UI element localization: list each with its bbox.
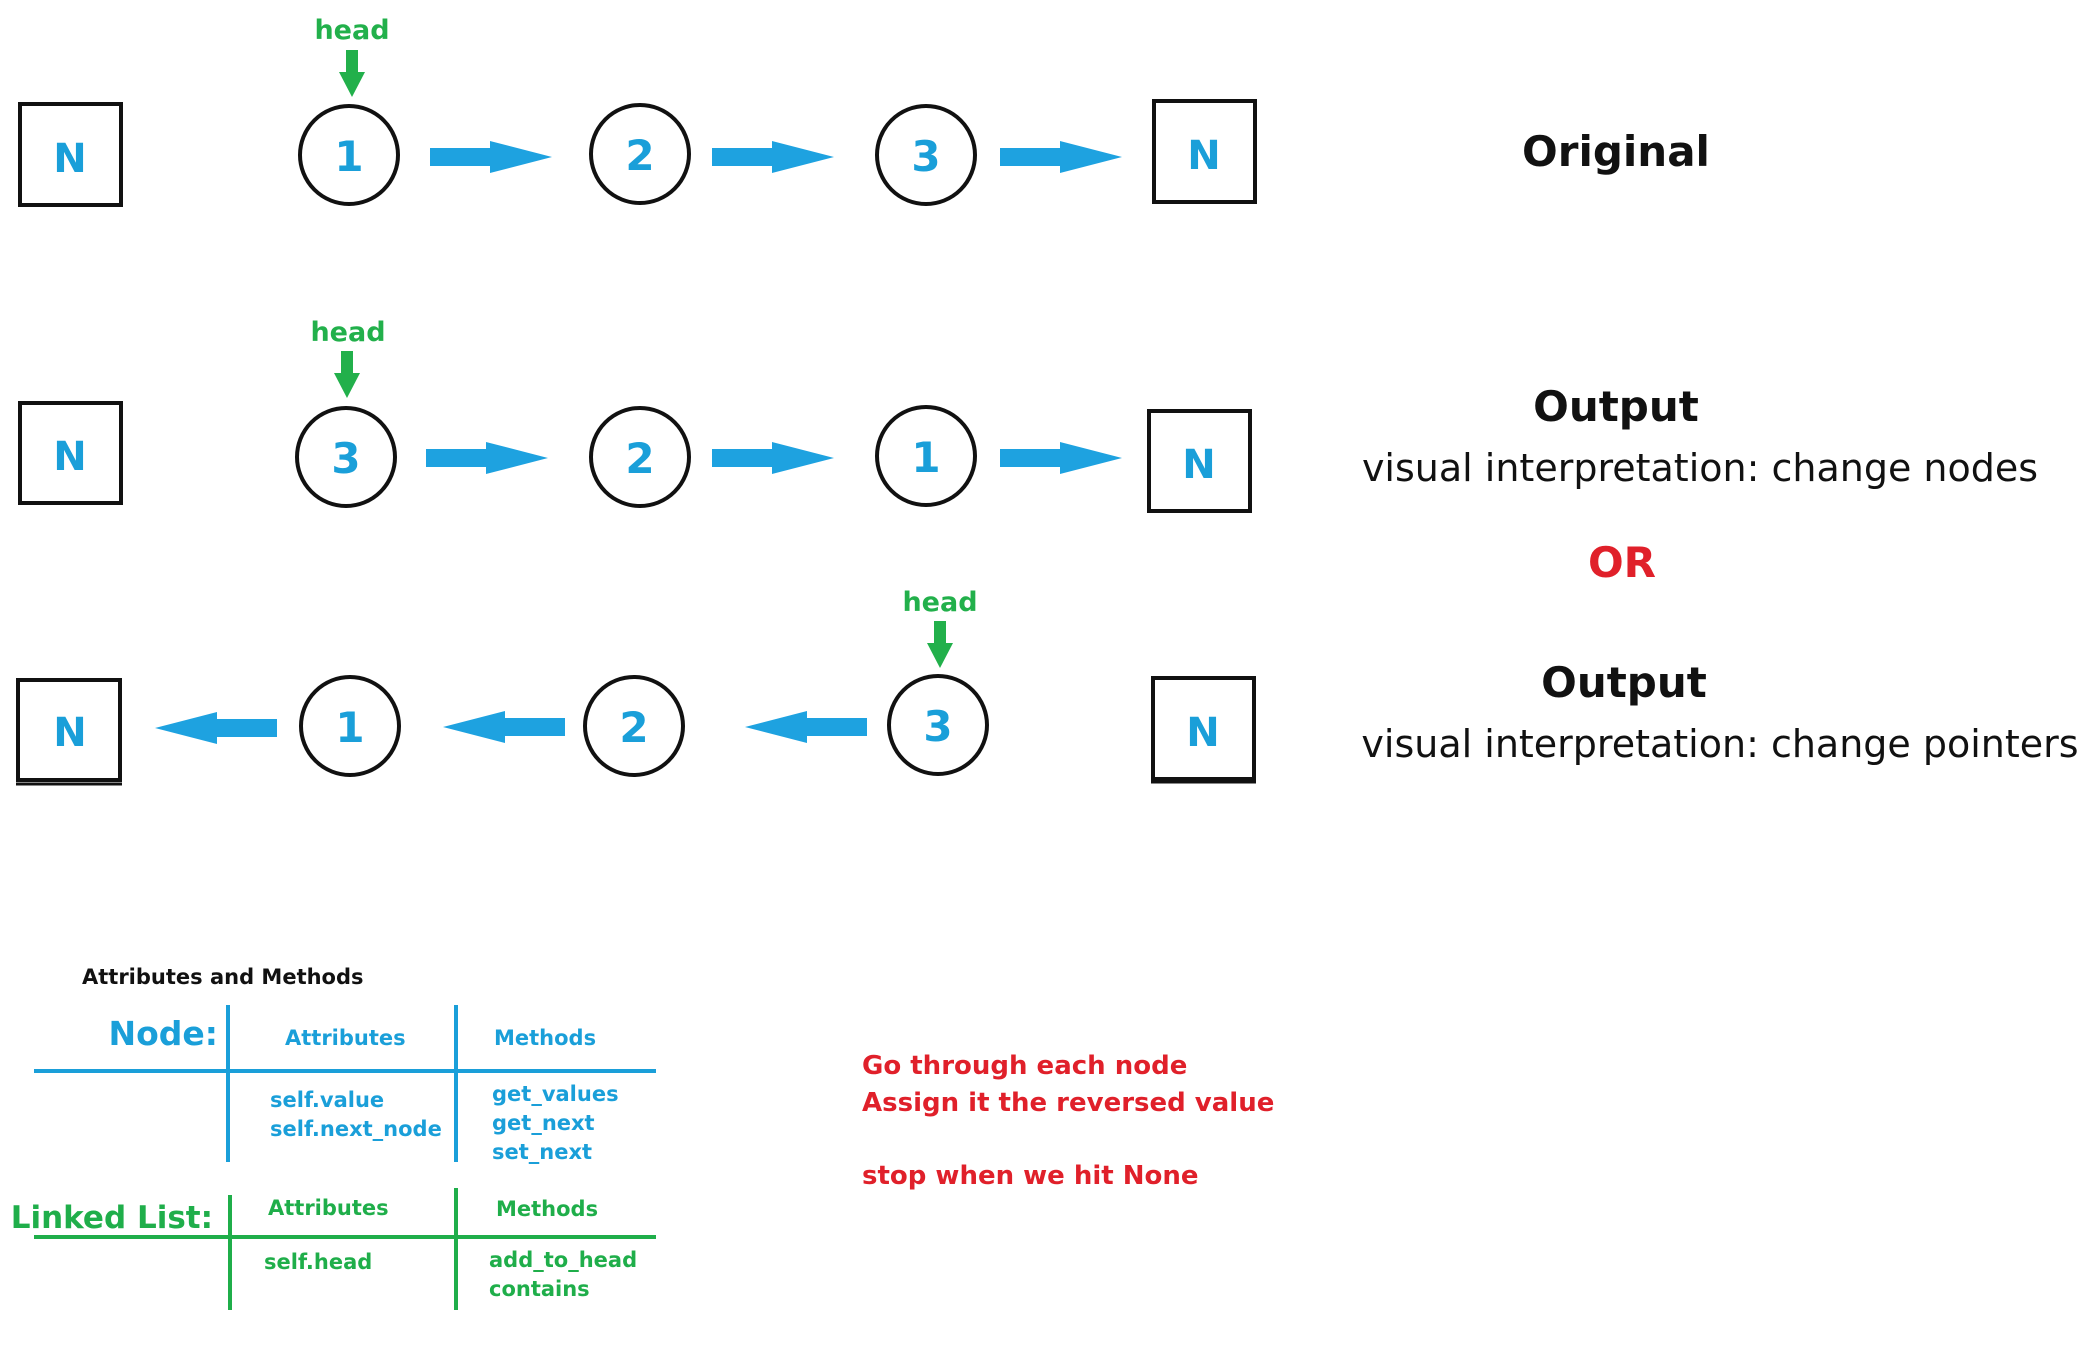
method-item: contains [489, 1277, 590, 1301]
head-label: head [314, 15, 389, 46]
attribute-item: self.next_node [270, 1117, 442, 1141]
algorithm-notes: Go through each node Assign it the rever… [862, 1051, 1274, 1191]
next-pointer-arrow [430, 141, 552, 173]
node-value: 2 [625, 131, 654, 180]
null-label: N [53, 710, 86, 756]
linked-list-table: Linked List: Attributes Methods self.hea… [11, 1188, 656, 1310]
node-circle: 1 [299, 675, 401, 777]
original-label: Original [1522, 127, 1710, 176]
node-circle: 2 [589, 406, 691, 508]
node-circle: 1 [298, 104, 400, 206]
node-circle: 3 [875, 104, 977, 206]
next-pointer-arrow [155, 712, 277, 744]
node-value: 2 [619, 703, 648, 752]
head-pointer-arrow [927, 621, 953, 668]
head-pointer-arrow [339, 50, 365, 97]
node-circle: 1 [875, 405, 977, 507]
null-box-left: N [18, 401, 123, 505]
attribute-item: self.head [264, 1250, 372, 1274]
next-pointer-arrow [1000, 141, 1122, 173]
null-label: N [53, 136, 86, 182]
methods-header: Methods [494, 1026, 596, 1050]
attributes-header: Attributes [285, 1026, 406, 1050]
null-label: N [53, 434, 86, 480]
method-item: get_values [492, 1082, 619, 1106]
methods-header: Methods [496, 1197, 598, 1221]
note-line: stop when we hit None [862, 1161, 1199, 1191]
next-pointer-arrow [443, 711, 565, 743]
linked-list-label: Linked List: [11, 1200, 213, 1236]
node-circle: 3 [887, 674, 989, 776]
output-label: Output [1533, 382, 1699, 431]
output-change-pointers-diagram: N 1 2 head 3 N Output visual interpretat… [16, 587, 2079, 786]
node-value: 3 [911, 132, 940, 181]
next-pointer-arrow [712, 141, 834, 173]
node-table: Node: Attributes Methods self.value self… [34, 1005, 656, 1164]
note-line: Assign it the reversed value [862, 1088, 1274, 1118]
null-label: N [1187, 133, 1220, 179]
next-pointer-arrow [712, 442, 834, 474]
original-diagram: N head 1 2 3 N Original [18, 15, 1710, 207]
node-value: 3 [331, 434, 360, 483]
null-box-left: N [16, 678, 122, 786]
method-item: add_to_head [489, 1248, 637, 1272]
node-circle: 2 [583, 675, 685, 777]
head-label: head [902, 587, 977, 618]
method-item: set_next [492, 1140, 592, 1164]
output-label: Output [1541, 658, 1707, 707]
attributes-methods-reference: Attributes and Methods Node: Attributes … [11, 965, 656, 1310]
head-pointer-arrow [334, 351, 360, 398]
output-change-nodes-diagram: N head 3 2 1 N Output visual interpretat… [18, 317, 2038, 513]
node-value: 1 [335, 703, 364, 752]
null-box-right: N [1151, 676, 1256, 784]
attribute-item: self.value [270, 1088, 384, 1112]
output-caption: visual interpretation: change nodes [1362, 446, 2038, 490]
null-box-left: N [18, 102, 123, 207]
reference-title: Attributes and Methods [82, 965, 364, 989]
node-circle: 2 [589, 103, 691, 205]
null-label: N [1186, 710, 1219, 756]
next-pointer-arrow [426, 442, 548, 474]
null-label: N [1182, 442, 1215, 488]
or-label: OR [1588, 538, 1656, 587]
node-circle: 3 [295, 406, 397, 508]
node-value: 1 [334, 132, 363, 181]
node-value: 1 [911, 433, 940, 482]
node-value: 3 [923, 702, 952, 751]
note-line: Go through each node [862, 1051, 1187, 1081]
head-label: head [310, 317, 385, 348]
null-box-right: N [1152, 99, 1257, 204]
next-pointer-arrow [745, 711, 867, 743]
method-item: get_next [492, 1111, 595, 1135]
next-pointer-arrow [1000, 442, 1122, 474]
output-caption: visual interpretation: change pointers [1361, 722, 2078, 766]
node-value: 2 [625, 434, 654, 483]
node-label: Node: [109, 1014, 219, 1053]
attributes-header: Attributes [268, 1196, 389, 1220]
null-box-right: N [1147, 409, 1252, 513]
